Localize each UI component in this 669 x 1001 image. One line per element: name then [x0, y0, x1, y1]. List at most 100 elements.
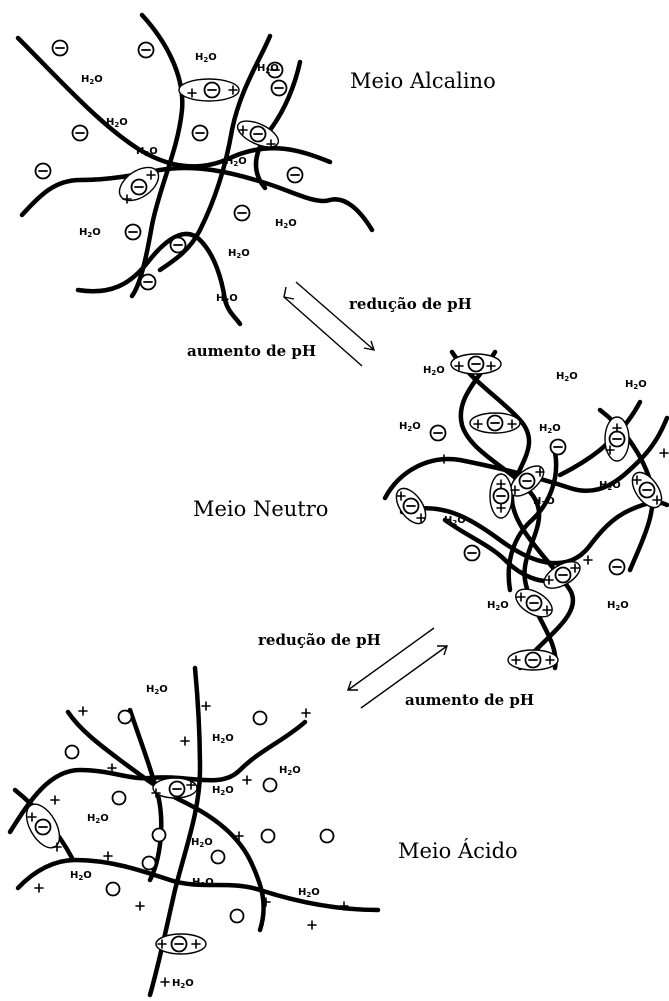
- minus-circle-icon: [465, 546, 480, 561]
- minus-circle-icon: [551, 440, 566, 455]
- polymer-chain: [78, 234, 240, 324]
- plus-icon: [202, 702, 210, 710]
- transition-label-increase-ph: aumento de pH: [187, 342, 316, 360]
- water-molecule-label: H2O: [216, 293, 238, 305]
- empty-circle-icon: [264, 779, 277, 792]
- water-molecule-label: H2O: [444, 515, 466, 527]
- water-molecule-label: H2O: [191, 837, 213, 849]
- plus-icon: [181, 737, 189, 745]
- neutral-network: [385, 352, 667, 668]
- minus-circle-icon: [527, 596, 542, 611]
- water-molecule-label: H2O: [607, 600, 629, 612]
- svg-text:H2O: H2O: [279, 765, 301, 777]
- svg-text:H2O: H2O: [625, 379, 647, 391]
- svg-text:H2O: H2O: [172, 978, 194, 990]
- water-molecule-label: H2O: [212, 785, 234, 797]
- minus-circle-icon: [520, 474, 535, 489]
- polymer-chain: [22, 168, 372, 230]
- plus-icon: [136, 902, 144, 910]
- plus-icon: [584, 556, 592, 564]
- svg-text:H2O: H2O: [599, 480, 621, 492]
- svg-text:H2O: H2O: [87, 813, 109, 825]
- plus-icon: [308, 921, 316, 929]
- svg-text:H2O: H2O: [556, 371, 578, 383]
- minus-circle-icon: [36, 820, 51, 835]
- minus-circle-icon: [272, 81, 287, 96]
- svg-text:H2O: H2O: [399, 421, 421, 433]
- minus-circle-icon: [172, 937, 187, 952]
- water-molecule-label: H2O: [146, 684, 168, 696]
- water-molecule-label: H2O: [599, 480, 621, 492]
- minus-circle-icon: [288, 168, 303, 183]
- plus-icon: [660, 449, 668, 457]
- water-molecule-label: H2O: [228, 248, 250, 260]
- minus-circle-icon: [640, 483, 655, 498]
- minus-circle-icon: [469, 357, 484, 372]
- water-molecule-label: H2O: [87, 813, 109, 825]
- water-molecule-label: H2O: [279, 765, 301, 777]
- transition-label-reduce-ph: redução de pH: [349, 295, 472, 313]
- minus-circle-icon: [235, 206, 250, 221]
- minus-circle-icon: [251, 127, 266, 142]
- water-molecule-label: H2O: [172, 978, 194, 990]
- polymer-chain: [445, 520, 560, 581]
- svg-text:H2O: H2O: [423, 365, 445, 377]
- minus-circle-icon: [431, 426, 446, 441]
- water-molecule-label: H2O: [192, 877, 214, 889]
- water-molecule-label: H2O: [556, 371, 578, 383]
- svg-text:H2O: H2O: [298, 887, 320, 899]
- svg-text:H2O: H2O: [192, 877, 214, 889]
- plus-icon: [51, 796, 59, 804]
- minus-circle-icon: [610, 432, 625, 447]
- svg-text:H2O: H2O: [195, 52, 217, 64]
- acid-anions: [36, 782, 187, 952]
- panel-title-acid: Meio Ácido: [398, 839, 518, 863]
- plus-icon: [79, 707, 87, 715]
- svg-text:H2O: H2O: [79, 227, 101, 239]
- minus-circle-icon: [73, 126, 88, 141]
- svg-text:H2O: H2O: [212, 733, 234, 745]
- plus-icon: [243, 776, 251, 784]
- water-molecule-label: H2O: [70, 870, 92, 882]
- water-molecule-label: H2O: [275, 218, 297, 230]
- neutral-anions: [404, 357, 655, 668]
- water-molecule-label: H2O: [625, 379, 647, 391]
- empty-circle-icon: [321, 830, 334, 843]
- empty-circle-icon: [143, 857, 156, 870]
- panel-title-neutral: Meio Neutro: [193, 497, 328, 521]
- water-molecule-label: H2O: [423, 365, 445, 377]
- empty-circle-icon: [262, 830, 275, 843]
- water-molecule-label: H2O: [81, 74, 103, 86]
- plus-icon: [302, 709, 310, 717]
- minus-circle-icon: [526, 653, 541, 668]
- polymer-chain: [10, 722, 305, 832]
- svg-text:H2O: H2O: [487, 600, 509, 612]
- empty-circle-icon: [212, 851, 225, 864]
- water-molecule-label: H2O: [399, 421, 421, 433]
- water-molecule-label: H2O: [212, 733, 234, 745]
- svg-text:H2O: H2O: [212, 785, 234, 797]
- minus-circle-icon: [141, 275, 156, 290]
- minus-circle-icon: [488, 416, 503, 431]
- svg-text:H2O: H2O: [191, 837, 213, 849]
- minus-circle-icon: [556, 568, 571, 583]
- panel-title-alkaline: Meio Alcalino: [350, 69, 496, 93]
- minus-circle-icon: [36, 164, 51, 179]
- water-molecule-label: H2O: [195, 52, 217, 64]
- plus-icon: [104, 852, 112, 860]
- minus-circle-icon: [494, 489, 509, 504]
- empty-circle-icon: [107, 883, 120, 896]
- minus-circle-icon: [132, 180, 147, 195]
- empty-circle-icon: [119, 711, 132, 724]
- water-molecule-label: H2O: [79, 227, 101, 239]
- transition-label-reduce-ph: redução de pH: [258, 631, 381, 649]
- empty-circle-icon: [231, 910, 244, 923]
- svg-text:H2O: H2O: [106, 117, 128, 129]
- empty-circle-icon: [66, 746, 79, 759]
- minus-circle-icon: [139, 43, 154, 58]
- svg-text:H2O: H2O: [81, 74, 103, 86]
- minus-circle-icon: [171, 238, 186, 253]
- svg-text:H2O: H2O: [444, 515, 466, 527]
- polymer-chain: [452, 352, 573, 668]
- water-molecule-label: H2O: [298, 887, 320, 899]
